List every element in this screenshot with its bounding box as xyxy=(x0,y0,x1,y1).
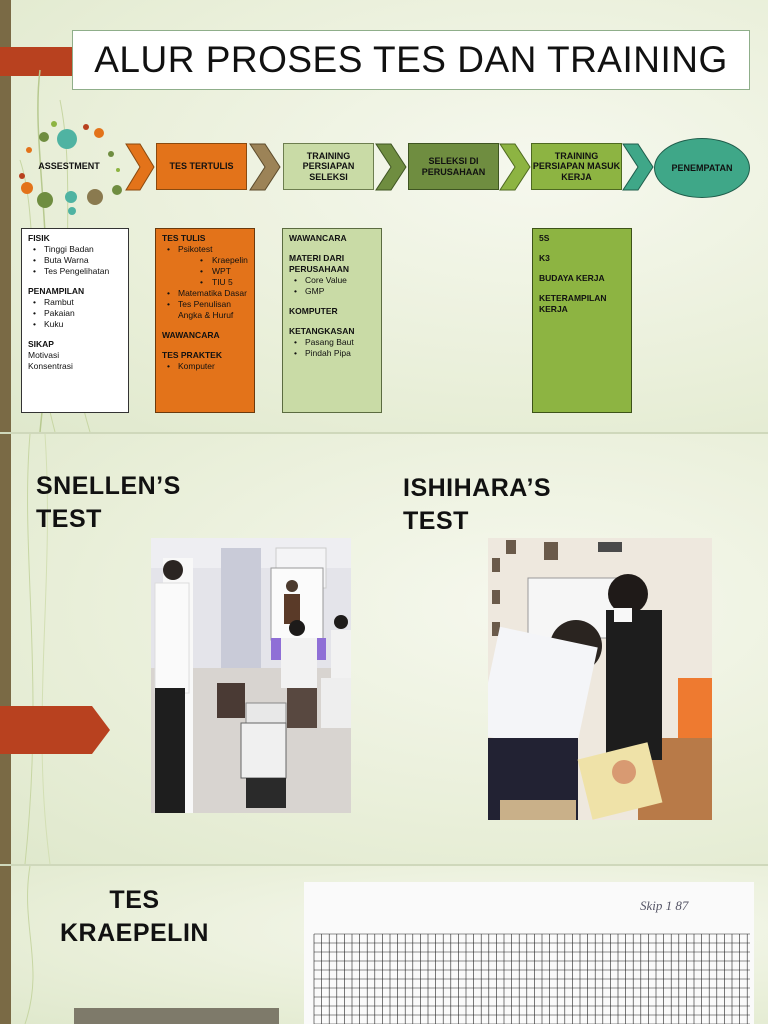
slide-eye-tests: SNELLEN’S TEST ISHIHARA’S TEST xyxy=(0,434,768,864)
detail-box-training-kerja: 5S K3 BUDAYA KERJA KETERAMPILAN KERJA xyxy=(532,228,632,413)
decorative-vine-icon xyxy=(24,434,51,864)
snellen-test-label: SNELLEN’S TEST xyxy=(36,472,181,533)
flow-step-training-seleksi: TRAINING PERSIAPAN SELEKSI xyxy=(283,143,374,190)
slide-left-bar xyxy=(0,866,11,1024)
title-accent-tab xyxy=(0,47,72,76)
arrow-accent-icon xyxy=(0,706,110,754)
flow-step-penempatan: PENEMPATAN xyxy=(654,138,750,198)
chevron-right-icon xyxy=(499,143,531,191)
snellen-test-photo xyxy=(151,538,351,813)
kraepelin-photo-strip xyxy=(74,1008,279,1024)
flow-step-training-kerja: TRAINING PERSIAPAN MASUK KERJA xyxy=(531,143,622,190)
chevron-right-icon xyxy=(375,143,407,191)
detail-box-training-seleksi: WAWANCARA MATERI DARI PERUSAHAAN Core Va… xyxy=(282,228,382,413)
chevron-right-icon xyxy=(125,143,155,191)
flow-step-assessment: ASSESTMENT xyxy=(38,160,100,171)
ishihara-test-label: ISHIHARA’S TEST xyxy=(403,474,552,535)
slide-left-bar xyxy=(0,0,11,432)
slide-kraepelin: TES KRAEPELIN Skip 1 87 xyxy=(0,866,768,1024)
slide-alur-proses: ALUR PROSES TES DAN TRAINING ASSESTMENT … xyxy=(0,0,768,432)
detail-box-assessment: FISIK Tinggi Badan Buta Warna Tes Pengel… xyxy=(21,228,129,413)
decorative-vine-icon xyxy=(24,866,34,1024)
slide-title: ALUR PROSES TES DAN TRAINING xyxy=(94,39,728,80)
kraepelin-test-label: TES KRAEPELIN xyxy=(60,886,209,947)
detail-box-tes-tertulis: TES TULIS Psikotest Kraepelin WPT TIU 5 … xyxy=(155,228,255,413)
sheet-handwritten-note: Skip 1 87 xyxy=(640,898,689,913)
chevron-right-icon xyxy=(622,143,654,191)
kraepelin-answer-sheet: Skip 1 87 xyxy=(304,882,754,1024)
slide-divider xyxy=(0,864,768,866)
chevron-right-icon xyxy=(249,143,281,191)
flow-step-seleksi-perusahaan: SELEKSI DI PERUSAHAAN xyxy=(408,143,499,190)
slide-title-box: ALUR PROSES TES DAN TRAINING xyxy=(72,30,750,90)
flow-step-tes-tertulis: TES TERTULIS xyxy=(156,143,247,190)
ishihara-test-photo xyxy=(488,538,712,820)
slide-left-bar xyxy=(0,434,11,864)
slide-divider xyxy=(0,432,768,434)
